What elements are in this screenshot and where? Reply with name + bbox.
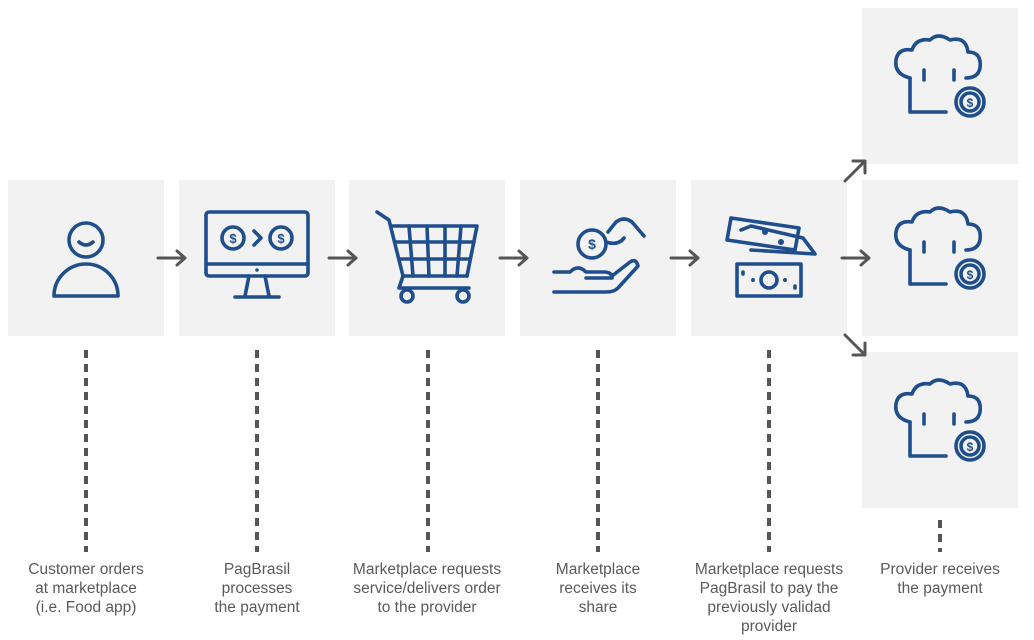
step-3-tile [349,180,505,336]
arrow-right-icon [156,249,187,267]
caption-line: the payment [897,580,983,597]
caption-line: to the provider [377,599,477,616]
chef-hat-coin-icon: $ [893,34,986,118]
dashed-connector [596,350,600,552]
caption-line: PagBrasil to pay the [699,580,839,597]
caption-line: Provider receives [880,561,1000,578]
caption-line: Marketplace [555,561,641,578]
caption-line: provider [741,618,797,635]
svg-text:$: $ [967,96,974,110]
step-5-tile [691,180,847,336]
arrow-right-icon [498,249,529,267]
caption-line: at marketplace [35,580,137,597]
caption-line: share [578,599,618,616]
chef-hat-coin-icon: $ [893,378,986,462]
caption-line: Marketplace requests [352,561,502,578]
svg-text:$: $ [277,231,285,246]
svg-text:$: $ [967,440,974,454]
provider-tile-top: $ [862,8,1018,164]
caption-line: Customer orders [28,561,144,578]
step-3-caption: Marketplace requests service/delivers or… [342,560,512,617]
caption-line: processes [221,580,293,597]
provider-tile-middle: $ [862,180,1018,336]
arrow-right-icon [669,249,700,267]
step-6-caption: Provider receives the payment [855,560,1025,598]
caption-line: Marketplace requests [694,561,844,578]
step-4-tile: $ [520,180,676,336]
caption-line: the payment [214,599,300,616]
step-1-tile [8,180,164,336]
arrow-down-right-icon [843,333,867,357]
caption-line: PagBrasil [223,561,291,578]
chef-hat-coin-icon: $ [893,206,986,290]
step-1-caption: Customer orders at marketplace (i.e. Foo… [1,560,171,617]
step-5-caption: Marketplace requests PagBrasil to pay th… [684,560,854,636]
shopping-cart-icon [375,210,479,304]
dashed-connector [84,350,88,552]
user-icon [52,221,120,298]
step-4-caption: Marketplace receives its share [513,560,683,617]
monitor-payment-icon: $ $ [204,210,310,299]
caption-line: receives its [559,580,637,597]
caption-line: service/delivers order [353,580,501,597]
dashed-connector [255,350,259,552]
svg-text:$: $ [967,268,974,282]
step-2-caption: PagBrasil processes the payment [172,560,342,617]
svg-text:$: $ [229,231,237,246]
step-2-tile: $ $ [179,180,335,336]
banknotes-icon [725,216,817,298]
svg-text:$: $ [588,236,596,252]
hand-receiving-coin-icon: $ [552,217,646,294]
arrow-right-icon [327,249,358,267]
dashed-connector [938,520,942,552]
arrow-up-right-icon [843,159,867,183]
caption-line: previously validad [707,599,831,616]
dashed-connector [426,350,430,552]
dashed-connector [767,350,771,552]
caption-line: (i.e. Food app) [35,599,137,616]
arrow-right-icon [840,249,871,267]
provider-tile-bottom: $ [862,352,1018,508]
